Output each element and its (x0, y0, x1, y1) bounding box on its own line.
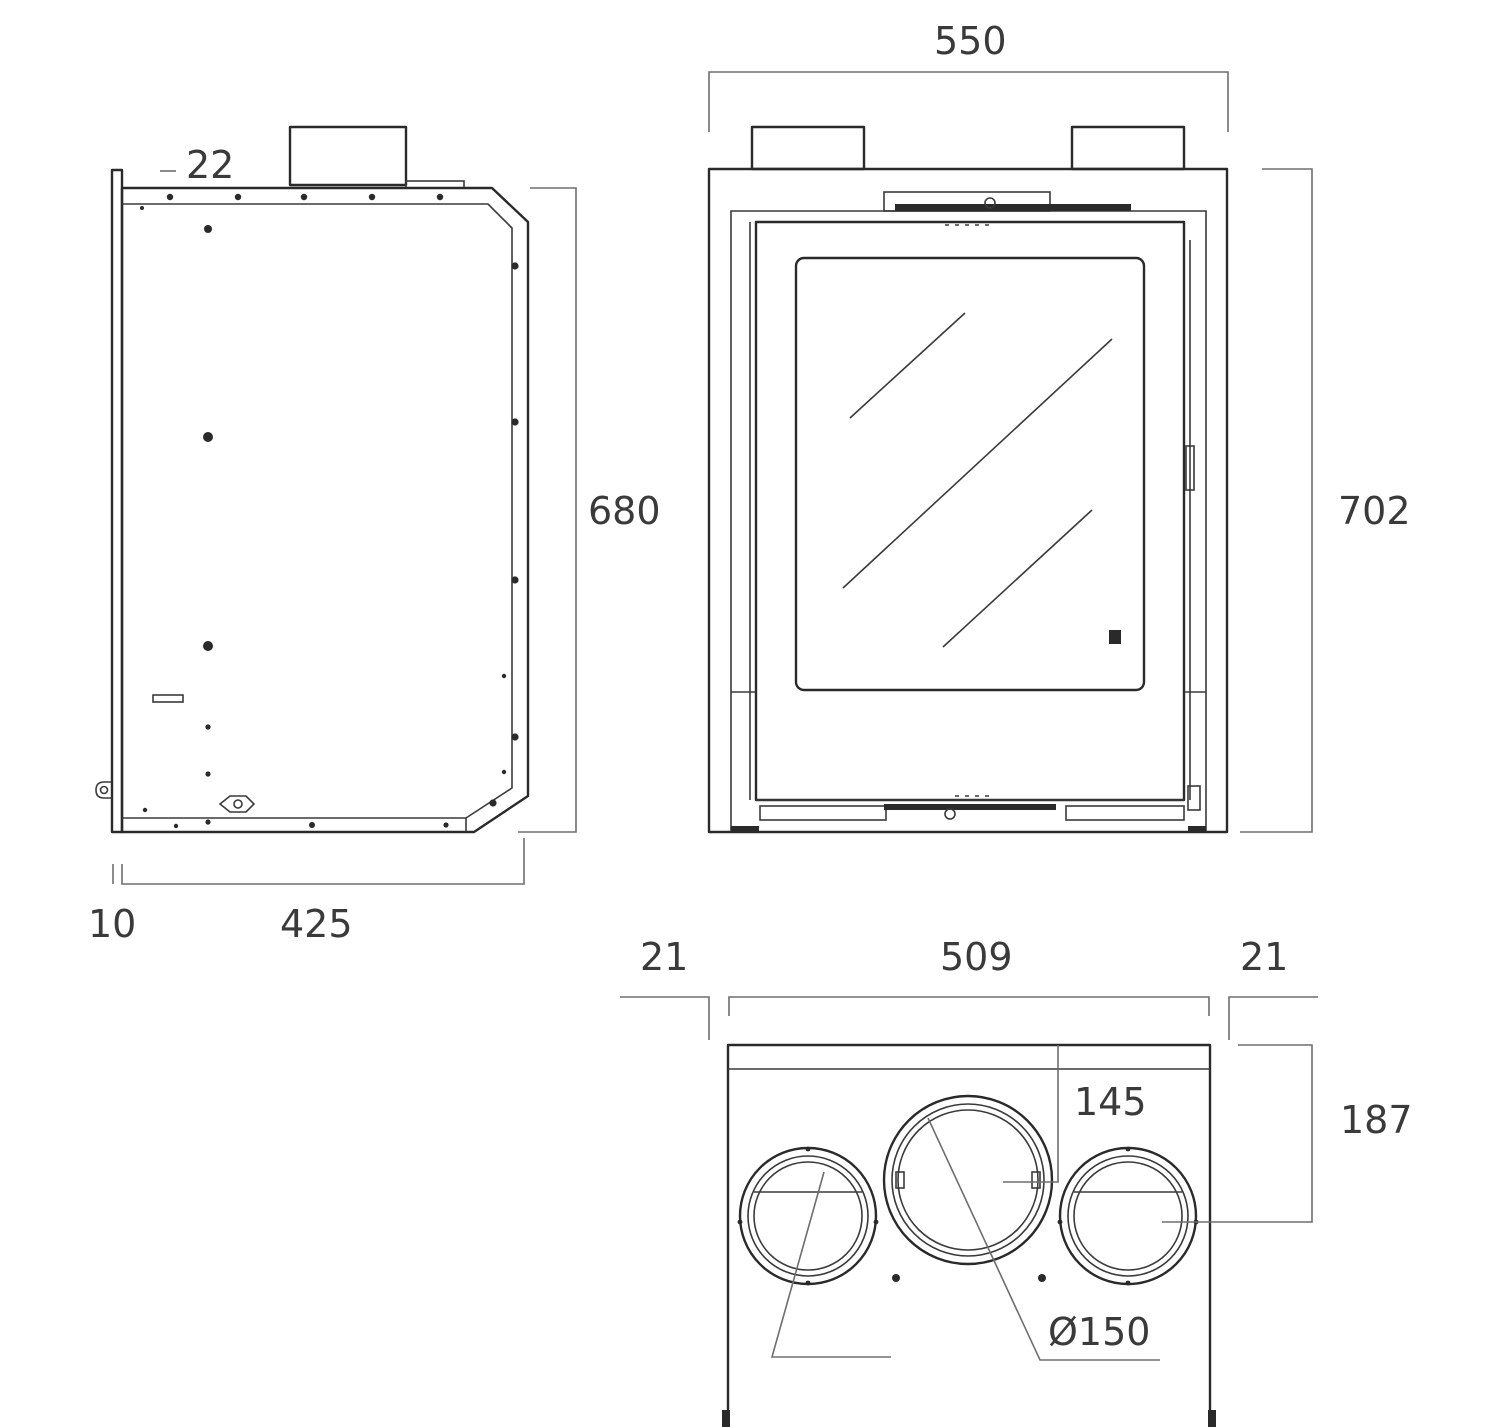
side-body-inner (122, 203, 513, 832)
side-body-outline (120, 186, 530, 834)
front-bottom-vent-bar (884, 804, 1056, 810)
front-view (707, 71, 1313, 834)
top-view (620, 996, 1318, 1427)
side-rear-bolts (489, 262, 519, 807)
dim-509-line (728, 996, 1210, 1016)
side-top-bolts (140, 193, 444, 210)
dim-425-line (121, 838, 525, 885)
dim-21-left-line (620, 996, 710, 1040)
side-hook (95, 781, 112, 799)
top-foot-left (722, 1410, 730, 1427)
front-bottom-panel-right (1065, 805, 1185, 821)
side-slot (152, 694, 184, 703)
front-glass (794, 256, 1146, 692)
front-outer-frame (707, 167, 1229, 834)
label-side-offset: 10 (88, 902, 136, 946)
dim-21-right-line (1228, 996, 1318, 1040)
front-flue-left (750, 125, 866, 171)
top-flue-centre (882, 1094, 1054, 1266)
side-view (95, 125, 577, 885)
label-flue-diameter: Ø150 (1048, 1310, 1150, 1354)
dim-leader-left-flue (770, 1171, 891, 1358)
front-foot-left (731, 826, 759, 832)
side-flue-collar (288, 125, 408, 187)
dim-550-line (708, 71, 1229, 132)
side-hook-hole (99, 785, 109, 795)
front-top-knob (984, 197, 996, 209)
label-top-depth: 187 (1340, 1098, 1413, 1142)
front-door-catch (1187, 785, 1201, 811)
glass-reflection-2 (842, 338, 1113, 589)
dimension-labels: 22 680 10 425 550 702 21 509 21 187 145 … (88, 19, 1413, 1354)
side-body-bolts (142, 225, 507, 829)
top-bolt-right (1038, 1274, 1046, 1282)
front-bottom-panel-left (759, 805, 887, 821)
label-front-width: 550 (934, 19, 1007, 63)
glass-reflection-3 (942, 509, 1093, 648)
glass-logo-mark (1109, 630, 1121, 644)
glass-reflection-1 (849, 312, 966, 419)
side-valve-hub (233, 799, 243, 809)
front-door-latch (1185, 445, 1195, 491)
dim-680-line (518, 187, 577, 833)
front-top-vent-bar (895, 204, 1131, 211)
label-top-left-margin: 21 (640, 935, 688, 979)
label-side-height: 680 (588, 489, 661, 533)
top-foot-right (1208, 1410, 1216, 1427)
side-valve (218, 795, 256, 813)
front-flue-right (1070, 125, 1186, 171)
front-foot-right (1188, 826, 1206, 832)
label-side-top-lip: 22 (186, 143, 234, 187)
front-inner-frame (730, 210, 1207, 832)
label-top-right-margin: 21 (1240, 935, 1288, 979)
dim-702-line (1240, 168, 1313, 833)
label-top-centre-offset: 145 (1074, 1080, 1147, 1124)
front-bottom-knob (944, 808, 956, 820)
top-flue-right (1057, 1146, 1199, 1286)
front-door (754, 220, 1186, 802)
label-front-height: 702 (1338, 489, 1411, 533)
dim-145-line (1003, 1045, 1059, 1183)
top-bolt-left (892, 1274, 900, 1282)
label-top-inner-width: 509 (940, 935, 1013, 979)
side-front-lip (110, 168, 124, 834)
dim-150-leader (927, 1117, 1160, 1361)
dim-187-line (1162, 1044, 1313, 1223)
top-outline (726, 1043, 1212, 1427)
label-side-depth: 425 (280, 902, 353, 946)
top-flue-left (737, 1146, 879, 1286)
